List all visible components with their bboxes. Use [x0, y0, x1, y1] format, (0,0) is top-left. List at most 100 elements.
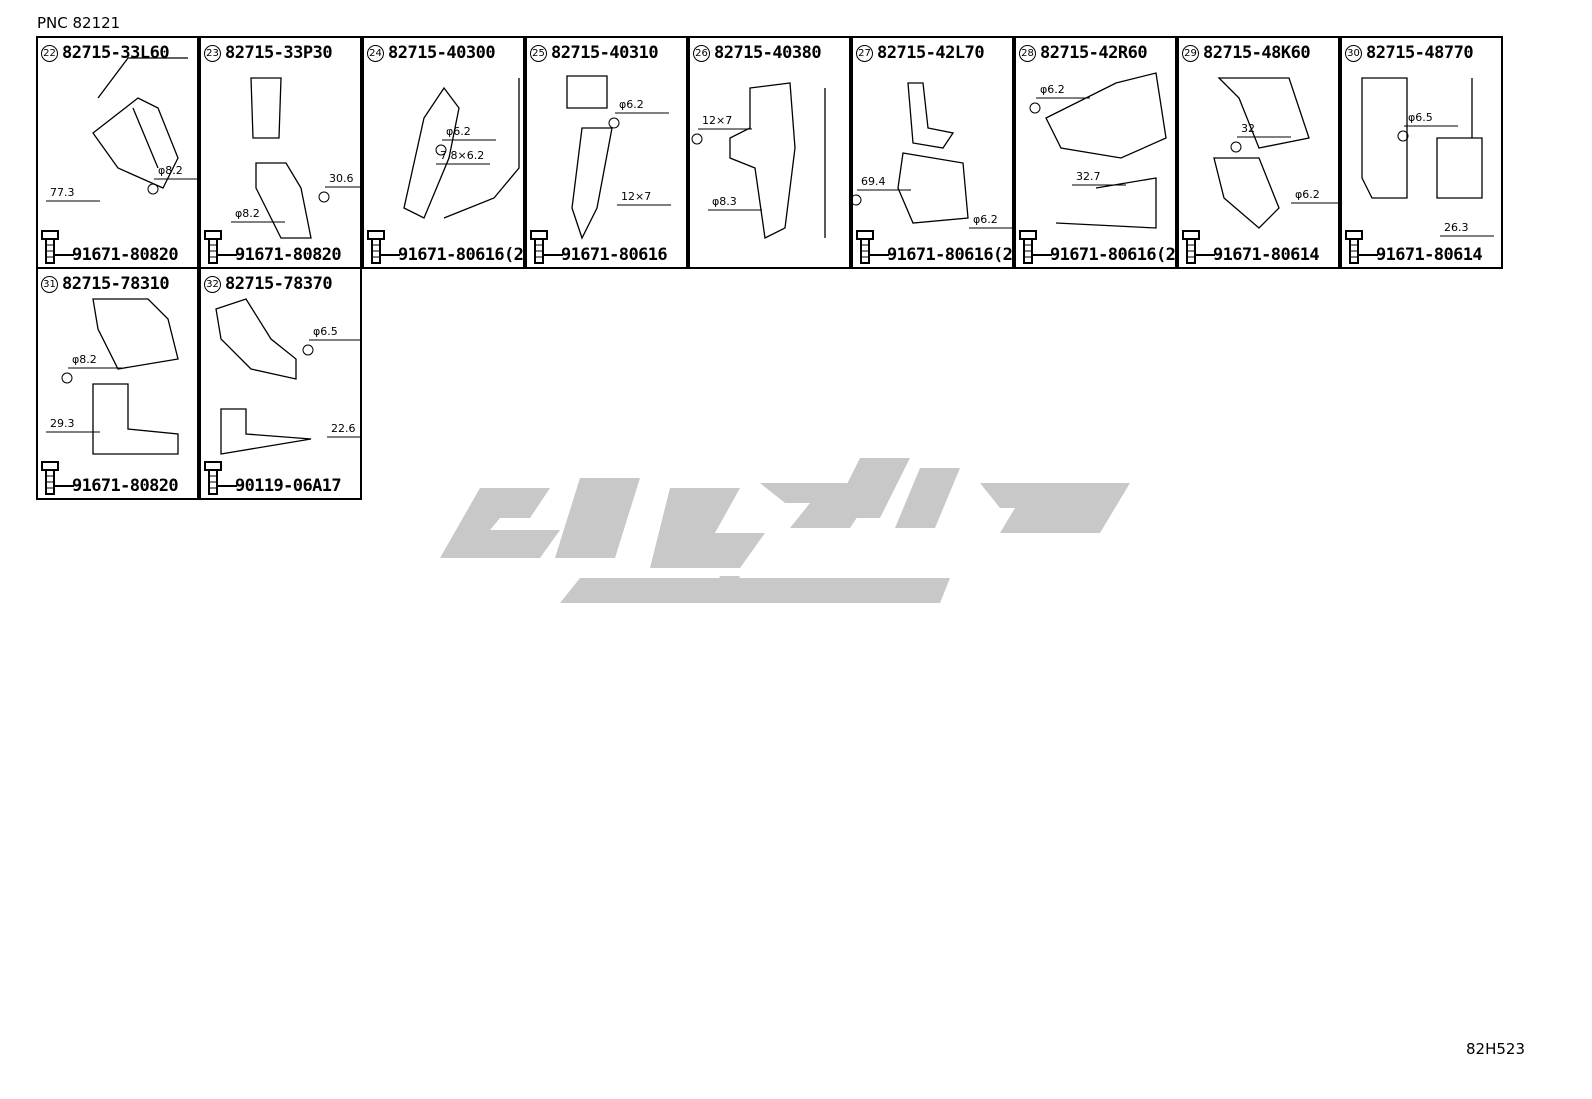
bolt-part-number[interactable]: 91671-80820: [72, 245, 179, 265]
part-number[interactable]: 82715-40300: [388, 43, 496, 63]
illustration-ref-code: 82H523: [1466, 1040, 1525, 1058]
bolt-row: 91671-80820: [203, 229, 342, 265]
bracket-outline: [92, 298, 179, 455]
dimension-label: φ6.2: [446, 125, 471, 138]
bolt-icon: [1019, 230, 1052, 264]
watermark-logo: [440, 458, 1130, 603]
callout-number: 23: [204, 44, 221, 62]
part-number[interactable]: 82715-40310: [551, 43, 659, 63]
bracket-outline: [250, 77, 312, 239]
dimension-label: φ6.2: [973, 213, 998, 226]
part-number[interactable]: 82715-48770: [1366, 43, 1474, 63]
bolt-row: 91671-80820: [40, 460, 179, 496]
dimension-label: φ8.2: [72, 353, 97, 366]
callout-number: 28: [1019, 44, 1036, 62]
dimension-label: φ6.5: [1408, 111, 1433, 124]
bracket-drawing: [853, 82, 1013, 229]
bolt-part-number[interactable]: 91671-80820: [72, 476, 179, 496]
dimension-label: 22.6: [331, 422, 356, 435]
bracket-drawing: [566, 75, 671, 240]
bolt-row: 90119-06A17: [203, 460, 342, 496]
bracket-drawing: [1361, 77, 1494, 237]
bolt-row: 91671-80616(2): [855, 229, 1022, 265]
bracket-drawing: [231, 77, 361, 239]
dimension-label: φ6.5: [313, 325, 338, 338]
dimension-label: 77.3: [50, 186, 75, 199]
part-number[interactable]: 82715-42L70: [877, 43, 985, 63]
mounting-hole: [608, 117, 620, 129]
bolt-part-number[interactable]: 91671-80616(2): [1050, 245, 1185, 265]
pnc-label: PNC 82121: [37, 14, 121, 32]
bracket-outline: [1045, 72, 1167, 229]
part-number[interactable]: 82715-40380: [714, 43, 822, 63]
mounting-hole: [147, 183, 159, 195]
bolt-row: 91671-80614: [1181, 229, 1320, 265]
bolt-icon: [41, 461, 74, 495]
callout-number: 27: [856, 44, 873, 62]
bolt-part-number[interactable]: 91671-80616(2): [398, 245, 533, 265]
bolt-icon: [1182, 230, 1215, 264]
part-number[interactable]: 82715-33L60: [62, 43, 170, 63]
bracket-outline: [92, 57, 188, 189]
bracket-outline: [403, 78, 520, 219]
bolt-row: 91671-80616: [529, 229, 668, 265]
bracket-drawing: [46, 298, 179, 455]
dimension-label: φ8.2: [235, 207, 260, 220]
bolt-icon: [530, 230, 563, 264]
dimension-label: 29.3: [50, 417, 75, 430]
callout-number: 31: [41, 275, 58, 293]
callout-number: 24: [367, 44, 384, 62]
mounting-hole: [61, 372, 73, 384]
mounting-hole: [853, 194, 862, 206]
bracket-outline: [729, 82, 826, 239]
bracket-outline: [1361, 77, 1483, 199]
bolt-part-number[interactable]: 91671-80616(2): [887, 245, 1022, 265]
bolt-part-number[interactable]: 91671-80614: [1376, 245, 1483, 265]
part-number[interactable]: 82715-78370: [225, 274, 333, 294]
bolt-part-number[interactable]: 91671-80820: [235, 245, 342, 265]
mounting-hole: [1397, 130, 1409, 142]
part-number[interactable]: 82715-78310: [62, 274, 170, 294]
callout-number: 30: [1345, 44, 1362, 62]
bolt-part-number[interactable]: 91671-80614: [1213, 245, 1320, 265]
part-number[interactable]: 82715-33P30: [225, 43, 333, 63]
bracket-drawing: [46, 57, 198, 202]
part-number[interactable]: 82715-48K60: [1203, 43, 1311, 63]
bolt-row: 91671-80820: [40, 229, 179, 265]
mounting-hole: [318, 191, 330, 203]
callout-number: 29: [1182, 44, 1199, 62]
bracket-drawing: [691, 82, 826, 239]
callout-number: 32: [204, 275, 221, 293]
bracket-outline: [897, 82, 969, 224]
bracket-drawing: [1029, 72, 1167, 229]
bracket-outline: [566, 75, 613, 240]
bracket-outline: [215, 298, 312, 455]
bracket-drawing: [215, 298, 361, 455]
part-number[interactable]: 82715-42R60: [1040, 43, 1148, 63]
bolt-icon: [367, 230, 400, 264]
dimension-label: 12×7: [621, 190, 652, 203]
bolt-row: 91671-80616(2): [366, 229, 533, 265]
bolt-part-number[interactable]: 90119-06A17: [235, 476, 342, 496]
bolt-part-number[interactable]: 91671-80616: [561, 245, 668, 265]
